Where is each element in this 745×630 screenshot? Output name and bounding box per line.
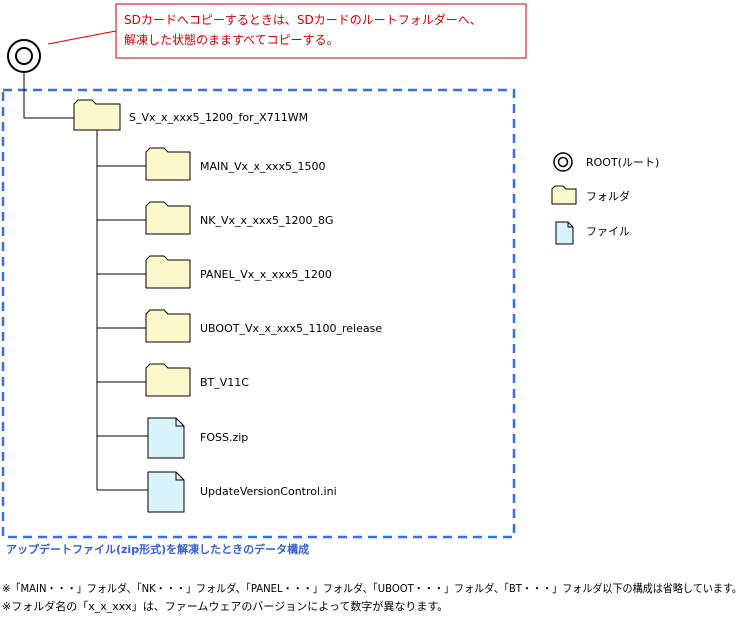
folder-icon	[73, 99, 121, 131]
child-folder-uboot: UBOOT_Vx_x_xxx5_1100_release	[145, 309, 382, 343]
child-folder-nk: NK_Vx_x_xxx5_1200_8G	[145, 201, 334, 235]
child-file-foss: FOSS.zip	[147, 417, 248, 459]
child-label: NK_Vx_x_xxx5_1200_8G	[200, 214, 334, 227]
legend-file-icon	[555, 221, 574, 245]
diagram-caption: アップデートファイル(zip形式)を解凍したときのデータ構成	[6, 542, 309, 556]
folder-icon	[145, 309, 191, 343]
root-icon	[7, 39, 41, 73]
folder-icon	[145, 201, 191, 235]
legend-root-label: ROOT(ルート)	[586, 156, 659, 169]
child-label: BT_V11C	[200, 376, 249, 389]
file-icon	[147, 471, 185, 513]
callout: SDカードへコピーするときは、SDカードのルートフォルダーへ、 解凍した状態のま…	[47, 3, 527, 59]
dashed-container	[1, 88, 516, 539]
legend-file-label: ファイル	[586, 225, 630, 238]
child-label: MAIN_Vx_x_xxx5_1500	[200, 160, 326, 173]
folder-icon	[145, 147, 191, 181]
tree-lines	[23, 72, 148, 491]
folder-icon	[145, 363, 191, 397]
child-label: FOSS.zip	[200, 431, 248, 444]
child-folder-panel: PANEL_Vx_x_xxx5_1200	[145, 255, 332, 289]
callout-pointer-line	[47, 30, 117, 45]
footnote-2: ※フォルダ名の「x_x_xxx」は、ファームウェアのバージョンによって数字が異な…	[2, 599, 448, 613]
footnote-1: ※「MAIN・・・」フォルダ、「NK・・・」フォルダ、「PANEL・・・」フォル…	[2, 581, 742, 595]
child-file-updateversioncontrol: UpdateVersionControl.ini	[147, 471, 337, 513]
callout-text-line2: 解凍した状態のまますべてコピーする。	[124, 32, 339, 47]
top-folder-label: S_Vx_x_xxx5_1200_for_X711WM	[129, 111, 308, 124]
callout-box	[115, 3, 527, 59]
file-icon	[147, 417, 185, 459]
legend: ROOT(ルート) フォルダ ファイル	[551, 152, 659, 245]
callout-text-line1: SDカードへコピーするときは、SDカードのルートフォルダーへ、	[124, 12, 482, 27]
folder-icon	[145, 255, 191, 289]
child-folder-bt: BT_V11C	[145, 363, 249, 397]
child-folder-main: MAIN_Vx_x_xxx5_1500	[145, 147, 326, 181]
child-label: UpdateVersionControl.ini	[200, 485, 337, 498]
legend-folder-icon	[551, 185, 577, 205]
legend-folder-label: フォルダ	[586, 189, 630, 203]
legend-root-icon	[553, 152, 573, 172]
top-folder: S_Vx_x_xxx5_1200_for_X711WM	[73, 99, 308, 131]
child-label: PANEL_Vx_x_xxx5_1200	[200, 268, 332, 281]
child-label: UBOOT_Vx_x_xxx5_1100_release	[200, 322, 382, 335]
